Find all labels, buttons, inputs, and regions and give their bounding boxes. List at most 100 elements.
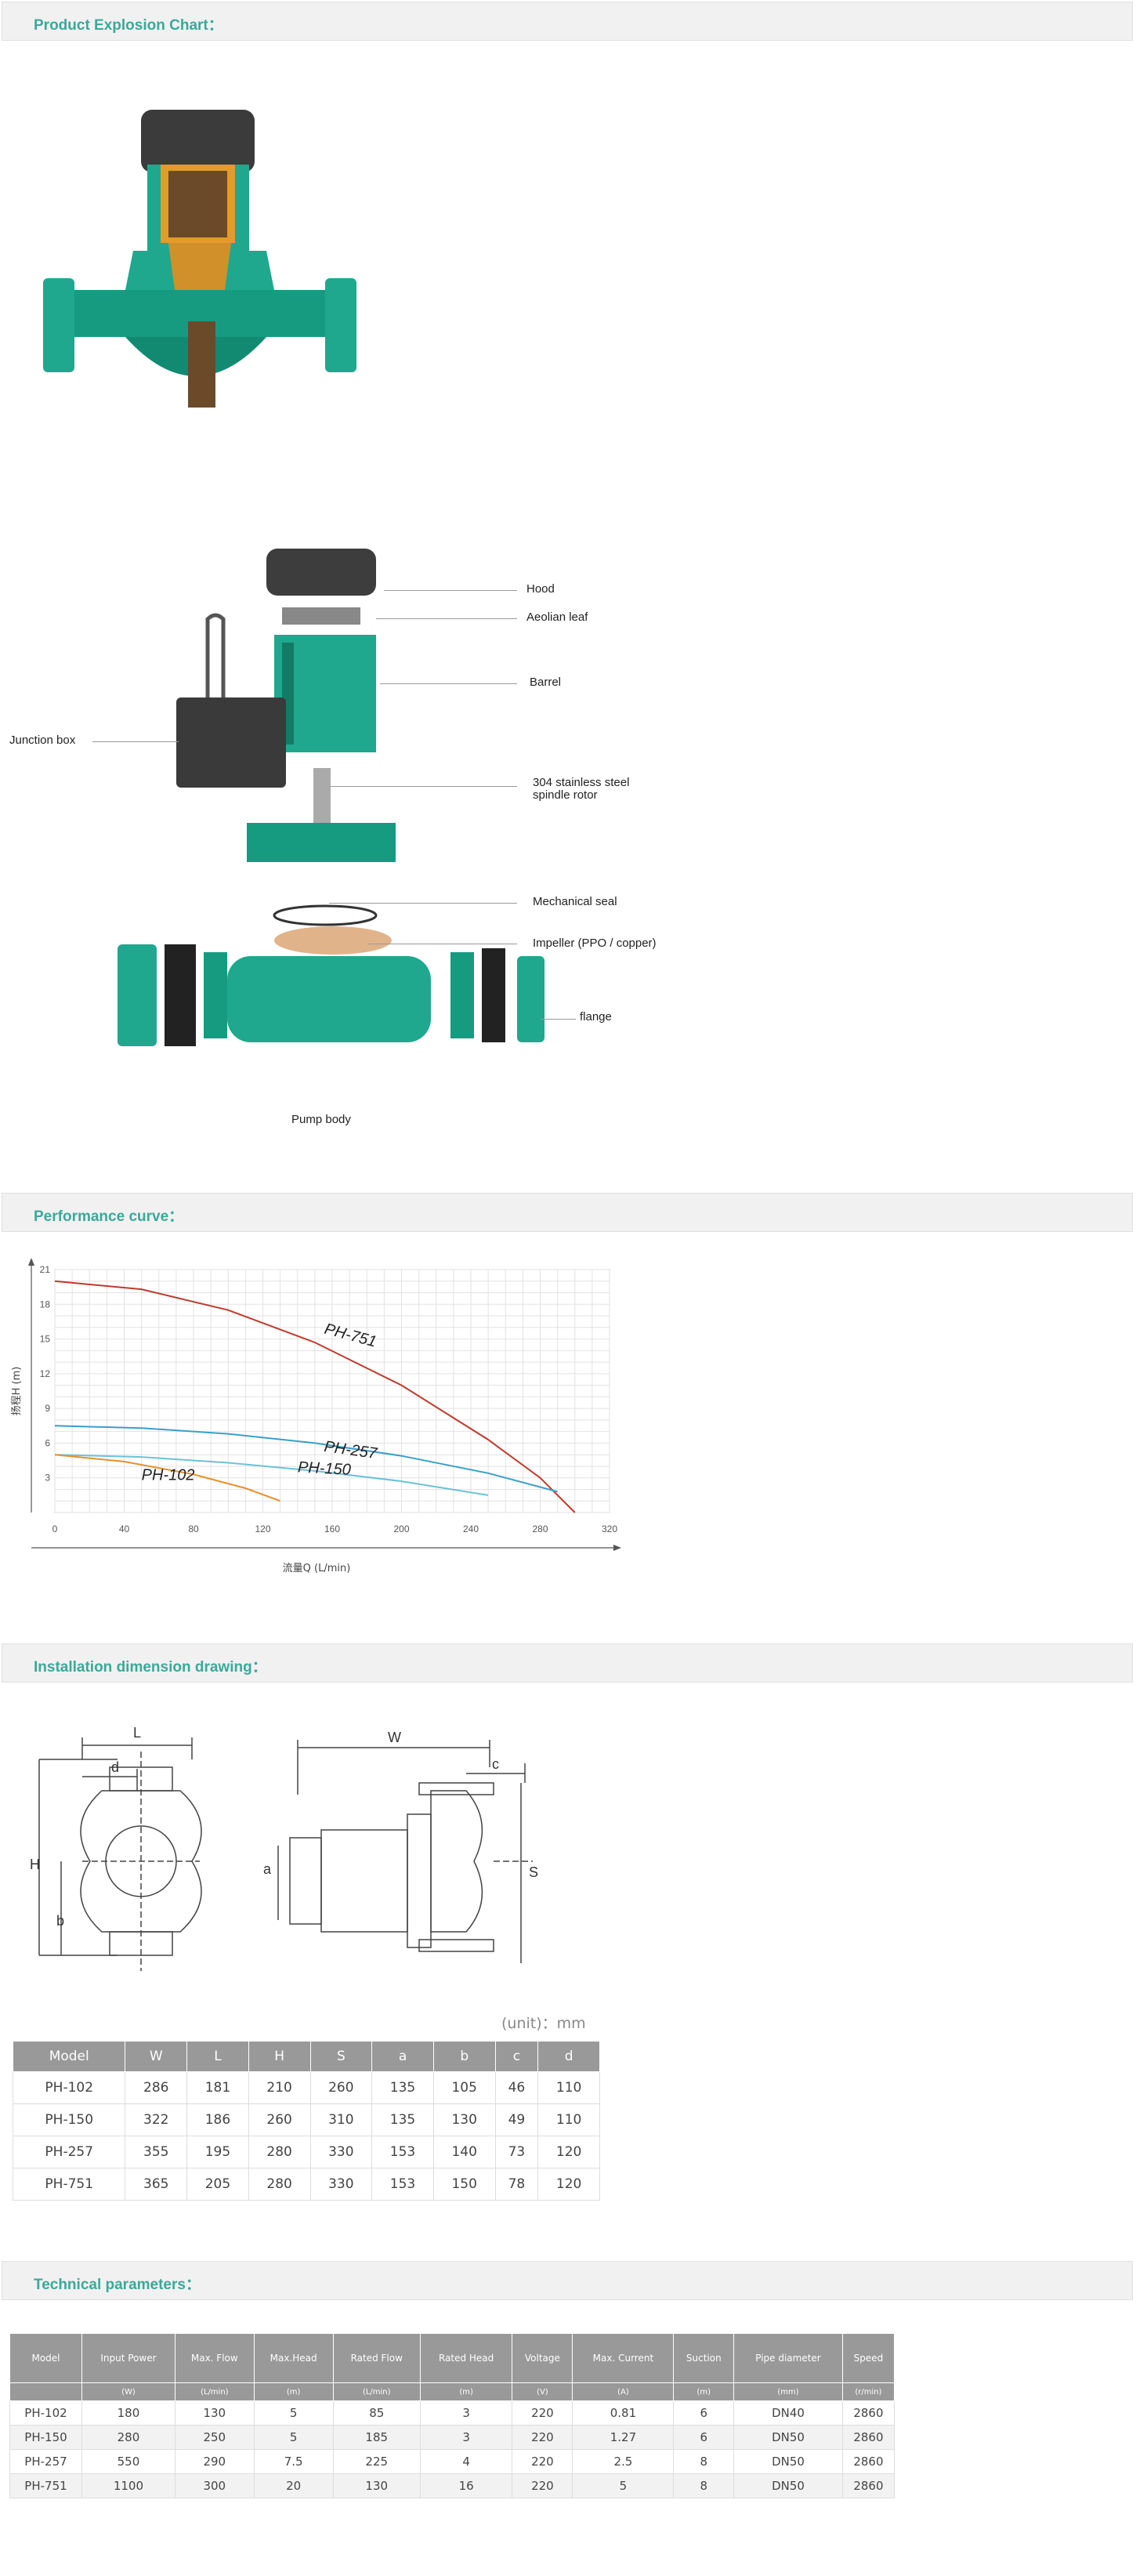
x-tick-label: 80 [188,1523,199,1534]
junction-leader [92,741,179,742]
table-header-cell: c [494,2041,539,2072]
table-cell: 73 [494,2136,539,2168]
series-line [54,1454,280,1502]
y-axis-label: 扬程H (m) [11,1367,23,1416]
hood-leader [384,590,517,591]
x-tick-label: 120 [255,1523,270,1534]
table-header-cell: L [186,2041,249,2072]
table-cell: PH-257 [12,2136,126,2168]
table-cell: 205 [186,2168,249,2201]
table-cell: PH-150 [12,2103,126,2136]
table-cell: 220 [512,2449,573,2474]
flange-leader [541,1019,576,1020]
dim-H: H [30,1857,40,1872]
table-unit-cell [9,2382,82,2401]
table-cell: 195 [186,2136,249,2168]
table-cell: 150 [432,2168,496,2201]
table-cell: 2860 [841,2425,895,2450]
section-title: Technical parameters： [34,2277,201,2293]
table-cell: 180 [81,2400,175,2426]
table-cell: 1.27 [572,2425,675,2450]
dim-b: b [56,1913,64,1929]
table-cell: 280 [248,2168,311,2201]
table-cell: 3 [419,2400,513,2426]
y-tick-label: 12 [40,1368,51,1379]
y-tick-label: 15 [40,1334,51,1345]
barrel-leader [380,683,517,684]
table-header-cell: Rated Flow [332,2333,421,2383]
y-tick-label: 9 [45,1403,50,1414]
table-cell: 16 [419,2473,513,2498]
seal-leader [329,903,517,904]
dim-W: W [388,1730,401,1745]
series-label: PH-150 [297,1458,351,1479]
table-cell: 260 [309,2071,373,2104]
table-cell: 330 [309,2168,373,2201]
table-cell: PH-257 [9,2449,82,2474]
table-cell: 286 [125,2071,188,2104]
table-header-cell: H [248,2041,311,2072]
x-tick-label: 320 [602,1523,617,1534]
table-header-cell: Rated Head [419,2333,513,2383]
label-aeolian-leaf: Aeolian leaf [526,610,588,624]
table-header-cell: Input Power [81,2333,175,2383]
series-line [54,1425,558,1493]
table-header-cell: Suction [673,2333,735,2383]
table-cell: 260 [248,2103,311,2136]
assembled-pump-image [43,110,356,408]
section-title: Installation dimension drawing： [34,1659,267,1676]
series-label: PH-102 [142,1467,195,1484]
table-cell: 49 [494,2103,539,2136]
table-cell: 153 [371,2168,434,2201]
chart-series-group [54,1280,576,1513]
table-cell: 2860 [841,2400,895,2426]
table-cell: 5 [572,2473,675,2498]
table-unit-cell: (r/min) [841,2382,895,2401]
table-cell: 181 [186,2071,249,2104]
table-cell: 46 [494,2071,539,2104]
table-cell: 120 [537,2136,600,2168]
x-axis-label: 流量Q (L/min) [283,1563,351,1574]
table-header-cell: a [371,2041,434,2072]
dim-c: c [492,1756,499,1772]
table-header-cell: Model [12,2041,126,2072]
table-header-cell: W [125,2041,188,2072]
table-cell: 135 [371,2103,434,2136]
section-header-explosion: Product Explosion Chart： [2,2,1133,41]
table-unit-cell: (V) [512,2382,573,2401]
table-cell: PH-751 [12,2168,126,2201]
x-tick-label: 280 [532,1523,548,1534]
table-cell: 6 [673,2400,735,2426]
table-cell: DN40 [733,2400,843,2426]
table-header-cell: Model [9,2333,82,2383]
dim-S: S [529,1864,538,1880]
table-cell: 4 [419,2449,513,2474]
table-cell: DN50 [733,2449,843,2474]
table-cell: 85 [332,2400,421,2426]
table-cell: 220 [512,2473,573,2498]
section-header-performance: Performance curve： [2,1193,1133,1232]
table-cell: 2860 [841,2449,895,2474]
table-cell: 280 [81,2425,175,2450]
table-cell: 310 [309,2103,373,2136]
x-axis-arrowhead [613,1545,621,1551]
exploded-pump-image [118,549,544,1046]
table-cell: 8 [673,2449,735,2474]
table-header-cell: Voltage [512,2333,573,2383]
table-header-cell: d [537,2041,600,2072]
table-cell: 110 [537,2103,600,2136]
x-tick-label: 160 [324,1523,340,1534]
table-header-cell: Speed [841,2333,895,2383]
table-unit-cell: (m) [673,2382,735,2401]
table-unit-cell: (mm) [733,2382,843,2401]
table-cell: 78 [494,2168,539,2201]
